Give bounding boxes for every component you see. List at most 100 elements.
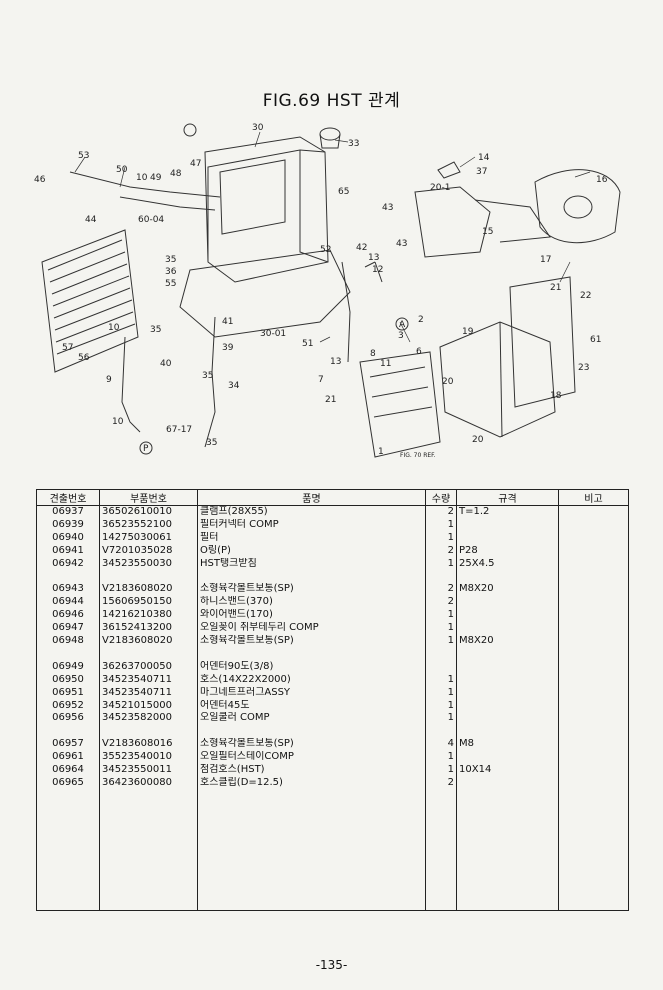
cell-qty: 1	[425, 712, 457, 726]
cell-part-no: V2183608020	[99, 583, 198, 597]
page-number: -135-	[315, 958, 348, 972]
callout-12: 12	[372, 265, 383, 275]
group-spacer-row	[36, 570, 629, 584]
callout-47: 47	[190, 159, 201, 169]
cell-index-no: 06949	[36, 660, 100, 674]
header-part-no: 부품번호	[99, 489, 198, 506]
cell-part-no: 34523540711	[99, 673, 198, 687]
cell-spec	[456, 751, 559, 765]
cell-qty: 2	[425, 544, 457, 558]
cell-qty: 1	[425, 518, 457, 532]
group-spacer-row	[36, 647, 629, 661]
cell-part-name: 오일쿨러 COMP	[197, 712, 426, 726]
callout-49: 49	[150, 173, 162, 183]
callout-3: 3	[398, 331, 404, 341]
cell-qty: 4	[425, 738, 457, 752]
cell-spec	[456, 622, 559, 636]
callout-22: 22	[580, 291, 591, 301]
cell-part-no: 36263700050	[99, 660, 198, 674]
cell-part-no: 36423600080	[99, 776, 198, 790]
cell-note	[558, 712, 629, 726]
callout-2: 2	[418, 315, 424, 325]
cell-spec: M8	[456, 738, 559, 752]
cell-note	[558, 635, 629, 648]
cell-index-no: 06965	[36, 776, 100, 790]
header-note: 비고	[558, 489, 629, 506]
cell-note	[558, 518, 629, 532]
page-title: FIG.69 HST 관계	[262, 91, 401, 111]
cell-part-name: 호스(14X22X2000)	[197, 673, 426, 687]
cell-part-name: 클램프(28X55)	[197, 505, 426, 519]
cell-part-name: 오일꽂이 취부테두리 COMP	[197, 622, 426, 636]
cell-qty: 1	[425, 609, 457, 623]
cell-part-name: 소형육각볼트보통(SP)	[197, 738, 426, 752]
callout-1: 1	[378, 447, 384, 457]
cell-part-name: 필터커넥터 COMP	[197, 518, 426, 532]
cell-note	[558, 776, 629, 790]
cell-part-no: 36523552100	[99, 518, 198, 532]
header-part-name: 품명	[197, 489, 426, 506]
header-qty: 수량	[425, 489, 457, 506]
cell-qty: 1	[425, 686, 457, 700]
cell-part-no: 14216210380	[99, 609, 198, 623]
cell-part-name: 소형육각볼트보통(SP)	[197, 583, 426, 597]
callout-23: 23	[578, 363, 589, 373]
empty-filler-row	[36, 789, 629, 911]
cell-spec: 10X14	[456, 764, 559, 777]
callout-51: 51	[302, 339, 313, 349]
cell-part-no: V2183608020	[99, 635, 198, 648]
cell-qty: 2	[425, 583, 457, 597]
exploded-parts-diagram: 53 46 50 10 49 44 60-04 47 48 30 33 65 1…	[34, 123, 621, 459]
cell-part-no: 36502610010	[99, 505, 198, 519]
callout-10b: 10	[108, 323, 120, 333]
cell-qty: 1	[425, 531, 457, 545]
cell-index-no: 06961	[36, 751, 100, 765]
callout-40: 40	[160, 359, 172, 369]
callout-53: 53	[78, 151, 89, 161]
cell-spec	[456, 660, 559, 674]
cell-spec	[456, 609, 559, 623]
callout-34: 34	[228, 381, 240, 391]
circle-label-p: P	[143, 444, 149, 454]
header-index-no: 견출번호	[36, 489, 100, 506]
cell-part-no: 34523582000	[99, 712, 198, 726]
callout-35c: 35	[202, 371, 213, 381]
cell-spec	[456, 531, 559, 545]
cell-note	[558, 686, 629, 700]
cell-part-no: 14275030061	[99, 531, 198, 545]
cell-part-no: 35523540010	[99, 751, 198, 765]
cell-part-name: O링(P)	[197, 544, 426, 558]
cell-spec	[456, 699, 559, 713]
cell-part-no: 34523550030	[99, 557, 198, 571]
callout-57: 57	[62, 343, 73, 353]
table-header-row: 견출번호 부품번호 품명 수량 규격 비고	[36, 489, 629, 506]
cell-index-no: 06943	[36, 583, 100, 597]
header-spec: 규격	[456, 489, 559, 506]
cell-note	[558, 673, 629, 687]
cell-qty: 2	[425, 596, 457, 610]
callout-37: 37	[476, 167, 487, 177]
cell-index-no: 06944	[36, 596, 100, 610]
cell-part-no: 34523540711	[99, 686, 198, 700]
callout-43b: 43	[396, 239, 407, 249]
cell-part-name: 소형육각볼트보통(SP)	[197, 635, 426, 648]
cell-part-no: V2183608016	[99, 738, 198, 752]
cell-note	[558, 583, 629, 597]
callout-55: 55	[165, 279, 176, 289]
cell-spec	[456, 686, 559, 700]
cell-part-name: 필터	[197, 531, 426, 545]
callout-21b: 21	[325, 395, 336, 405]
callout-50: 50	[116, 165, 128, 175]
cell-part-name: 어덴터90도(3/8)	[197, 660, 426, 674]
cell-index-no: 06946	[36, 609, 100, 623]
cell-index-no: 06951	[36, 686, 100, 700]
cell-part-name: 어덴터45도	[197, 699, 426, 713]
